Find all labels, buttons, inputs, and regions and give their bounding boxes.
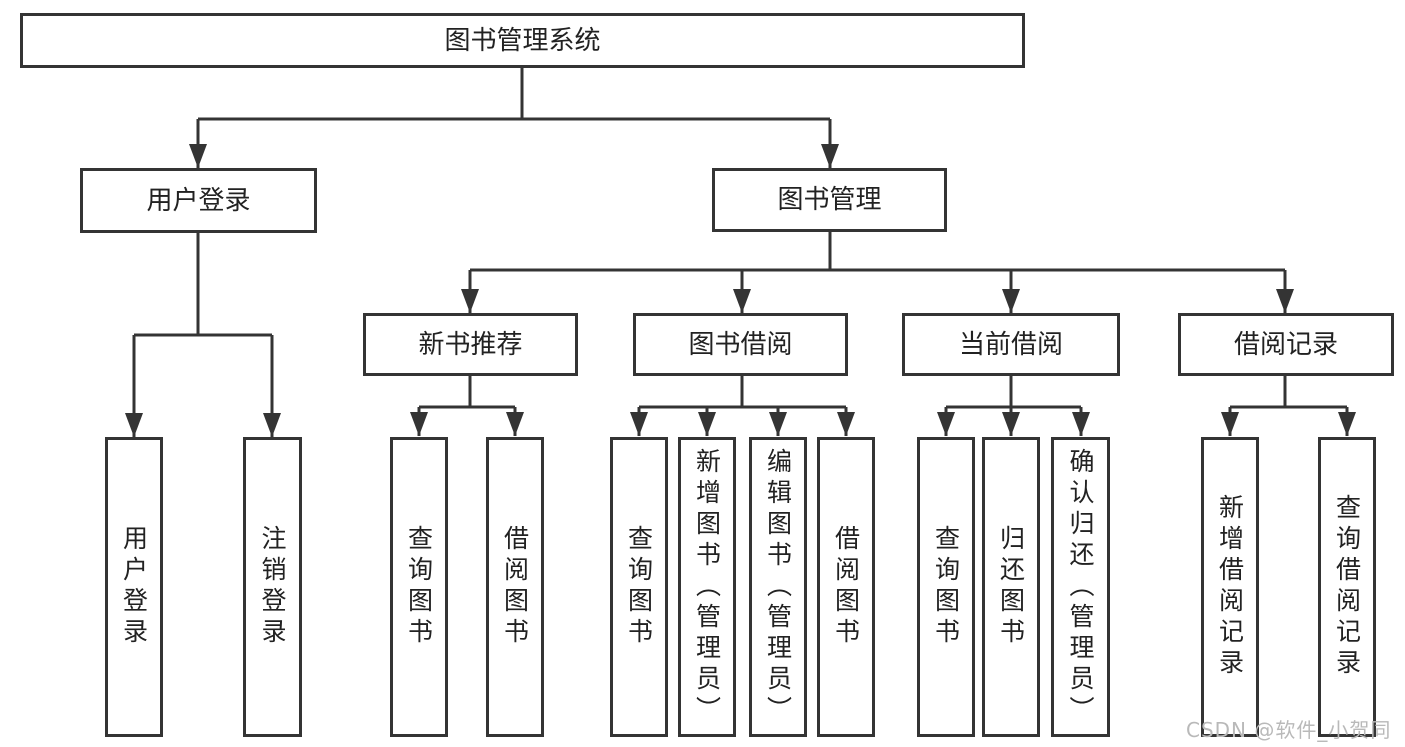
node-current-query-books: 查询图书 xyxy=(917,437,975,737)
arrow-down-icon xyxy=(837,412,855,436)
node-records-query-record: 查询借阅记录 xyxy=(1318,437,1376,737)
arrow-down-icon xyxy=(1002,412,1020,436)
node-library-management-system: 图书管理系统 xyxy=(20,13,1025,68)
arrow-down-icon xyxy=(1338,412,1356,436)
node-records-add-record: 新增借阅记录 xyxy=(1201,437,1259,737)
arrow-down-icon xyxy=(1221,412,1239,436)
arrow-down-icon xyxy=(125,413,143,437)
node-recommend-borrow-books: 借阅图书 xyxy=(486,437,544,737)
node-borrowing-borrow-books: 借阅图书 xyxy=(817,437,875,737)
arrow-down-icon xyxy=(630,412,648,436)
arrow-down-icon xyxy=(506,412,524,436)
arrow-down-icon xyxy=(733,289,751,313)
node-recommend-query-books: 查询图书 xyxy=(390,437,448,737)
node-book-management: 图书管理 xyxy=(712,168,947,232)
tree-edges xyxy=(132,68,1349,437)
node-current-borrowing: 当前借阅 xyxy=(902,313,1120,376)
node-borrowing-records: 借阅记录 xyxy=(1178,313,1394,376)
arrow-down-icon xyxy=(937,412,955,436)
node-current-return-books: 归还图书 xyxy=(982,437,1040,737)
node-user-login: 用户登录 xyxy=(105,437,163,737)
arrow-down-icon xyxy=(461,289,479,313)
arrow-down-icon xyxy=(410,412,428,436)
arrow-down-icon xyxy=(1002,289,1020,313)
node-user-login-branch: 用户登录 xyxy=(80,168,317,233)
node-borrowing-query-books: 查询图书 xyxy=(610,437,668,737)
node-current-confirm-return-admin: 确认归还（管理员） xyxy=(1051,437,1110,737)
node-logout: 注销登录 xyxy=(243,437,302,737)
arrow-down-icon xyxy=(1276,289,1294,313)
node-new-book-recommend: 新书推荐 xyxy=(363,313,578,376)
arrow-down-icon xyxy=(698,412,716,436)
arrow-down-icon xyxy=(769,412,787,436)
arrowheads xyxy=(125,144,1356,437)
arrow-down-icon xyxy=(1072,412,1090,436)
arrow-down-icon xyxy=(263,413,281,437)
node-book-borrowing: 图书借阅 xyxy=(633,313,848,376)
csdn-watermark: CSDN @软件_小贺同学 xyxy=(1186,718,1392,742)
arrow-down-icon xyxy=(821,144,839,168)
arrow-down-icon xyxy=(189,144,207,168)
node-borrowing-edit-books-admin: 编辑图书（管理员） xyxy=(749,437,807,737)
node-borrowing-add-books-admin: 新增图书（管理员） xyxy=(678,437,736,737)
